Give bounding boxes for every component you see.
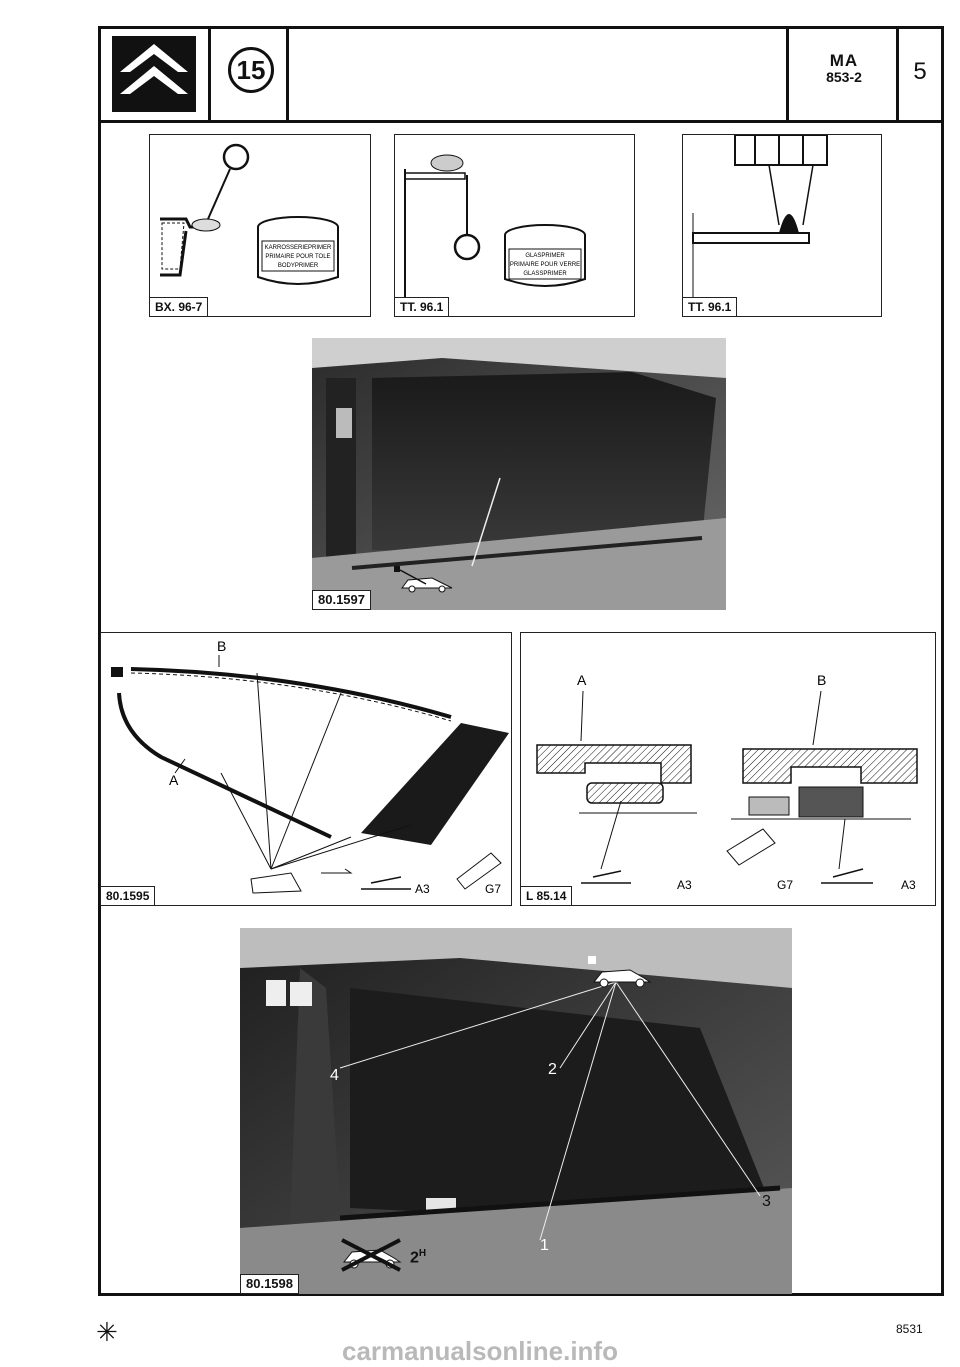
photo-rear-quarter-window: 80.1597	[312, 338, 726, 610]
model-code-line1: MA	[829, 51, 859, 70]
photo-ref: 80.1597	[312, 590, 371, 610]
watermark: carmanualsonline.info	[342, 1336, 618, 1366]
front-door-window-photo: 1 2 3 4	[240, 928, 792, 1294]
figure-ref: BX. 96-7	[150, 297, 209, 316]
header-divider	[896, 26, 899, 123]
figure-glass-primer: GLASPRIMER PRIMAIRE POUR VERRE GLASSPRIM…	[394, 134, 635, 317]
figure-ref: TT. 96.1	[683, 297, 738, 316]
figure-seal-sections: A A3 B G7 A3 L 85.14	[520, 632, 936, 906]
double-chevron-logo-icon	[120, 44, 188, 94]
header-divider	[208, 26, 211, 123]
body-primer-illustration: KARROSSERIEPRIMER PRIMAIRE POUR TOLE BOD…	[160, 143, 339, 285]
callout-1: 1	[540, 1237, 549, 1254]
label-g7: G7	[777, 878, 793, 892]
glass-primer-illustration: GLASPRIMER PRIMAIRE POUR VERRE GLASSPRIM…	[404, 154, 586, 305]
label-a3: A3	[415, 882, 430, 896]
can-label-line: PRIMAIRE POUR TOLE	[265, 254, 330, 260]
photo-front-door-window: 1 2 3 4 2H 80.1598	[240, 928, 792, 1294]
header-divider	[786, 26, 789, 123]
label-a: A	[577, 672, 587, 688]
car-glue-icon	[394, 566, 453, 593]
cure-time-label: 2H	[410, 1248, 426, 1267]
can-label-line: GLASPRIMER	[525, 253, 565, 259]
section-badge: 15	[228, 47, 274, 93]
figure-sealant-bead: TT. 96.1	[682, 134, 882, 317]
seal-sections-diagram: A A3 B G7 A3	[536, 672, 918, 892]
cure-time-unit: H	[418, 1248, 427, 1259]
can-label-line: PRIMAIRE POUR VERRE	[510, 262, 580, 268]
figure-seal-layout: B A A3 G7 80.1595	[100, 632, 512, 906]
sealant-bead-illustration	[692, 135, 828, 305]
label-a3-right: A3	[901, 878, 916, 892]
cure-time-value: 2	[410, 1249, 419, 1267]
brand-logo	[112, 36, 196, 112]
label-a3-left: A3	[677, 878, 692, 892]
label-b: B	[217, 638, 226, 654]
seal-layout-diagram: B A A3 G7	[111, 638, 509, 896]
can-label-line: GLASSPRIMER	[523, 271, 567, 277]
can-label-line: BODYPRIMER	[278, 263, 319, 269]
no-drive-icon	[341, 1238, 402, 1272]
page-frame	[98, 26, 944, 1296]
label-a: A	[169, 772, 179, 788]
label-b: B	[817, 672, 826, 688]
asterisk-mark: ✳	[96, 1318, 118, 1348]
figure-body-primer: KARROSSERIEPRIMER PRIMAIRE POUR TOLE BOD…	[149, 134, 371, 317]
figure-ref: TT. 96.1	[395, 297, 450, 316]
figure-ref: L 85.14	[521, 886, 573, 905]
callout-2: 2	[548, 1061, 557, 1078]
can-label-line: KARROSSERIEPRIMER	[265, 245, 332, 251]
page-number: 5	[913, 58, 927, 85]
rear-quarter-window-photo	[312, 338, 726, 610]
figure-ref: 80.1595	[101, 886, 156, 905]
car-glue-icon	[588, 956, 652, 988]
callout-3: 3	[762, 1193, 771, 1210]
header-divider	[286, 26, 289, 123]
page-code: 8531	[896, 1322, 923, 1336]
model-code: MA 853-2	[794, 52, 894, 86]
header-bar	[98, 26, 944, 123]
callout-4: 4	[330, 1067, 339, 1084]
model-code-line2: 853-2	[826, 69, 862, 85]
label-g7: G7	[485, 882, 501, 896]
photo-ref: 80.1598	[240, 1274, 299, 1294]
